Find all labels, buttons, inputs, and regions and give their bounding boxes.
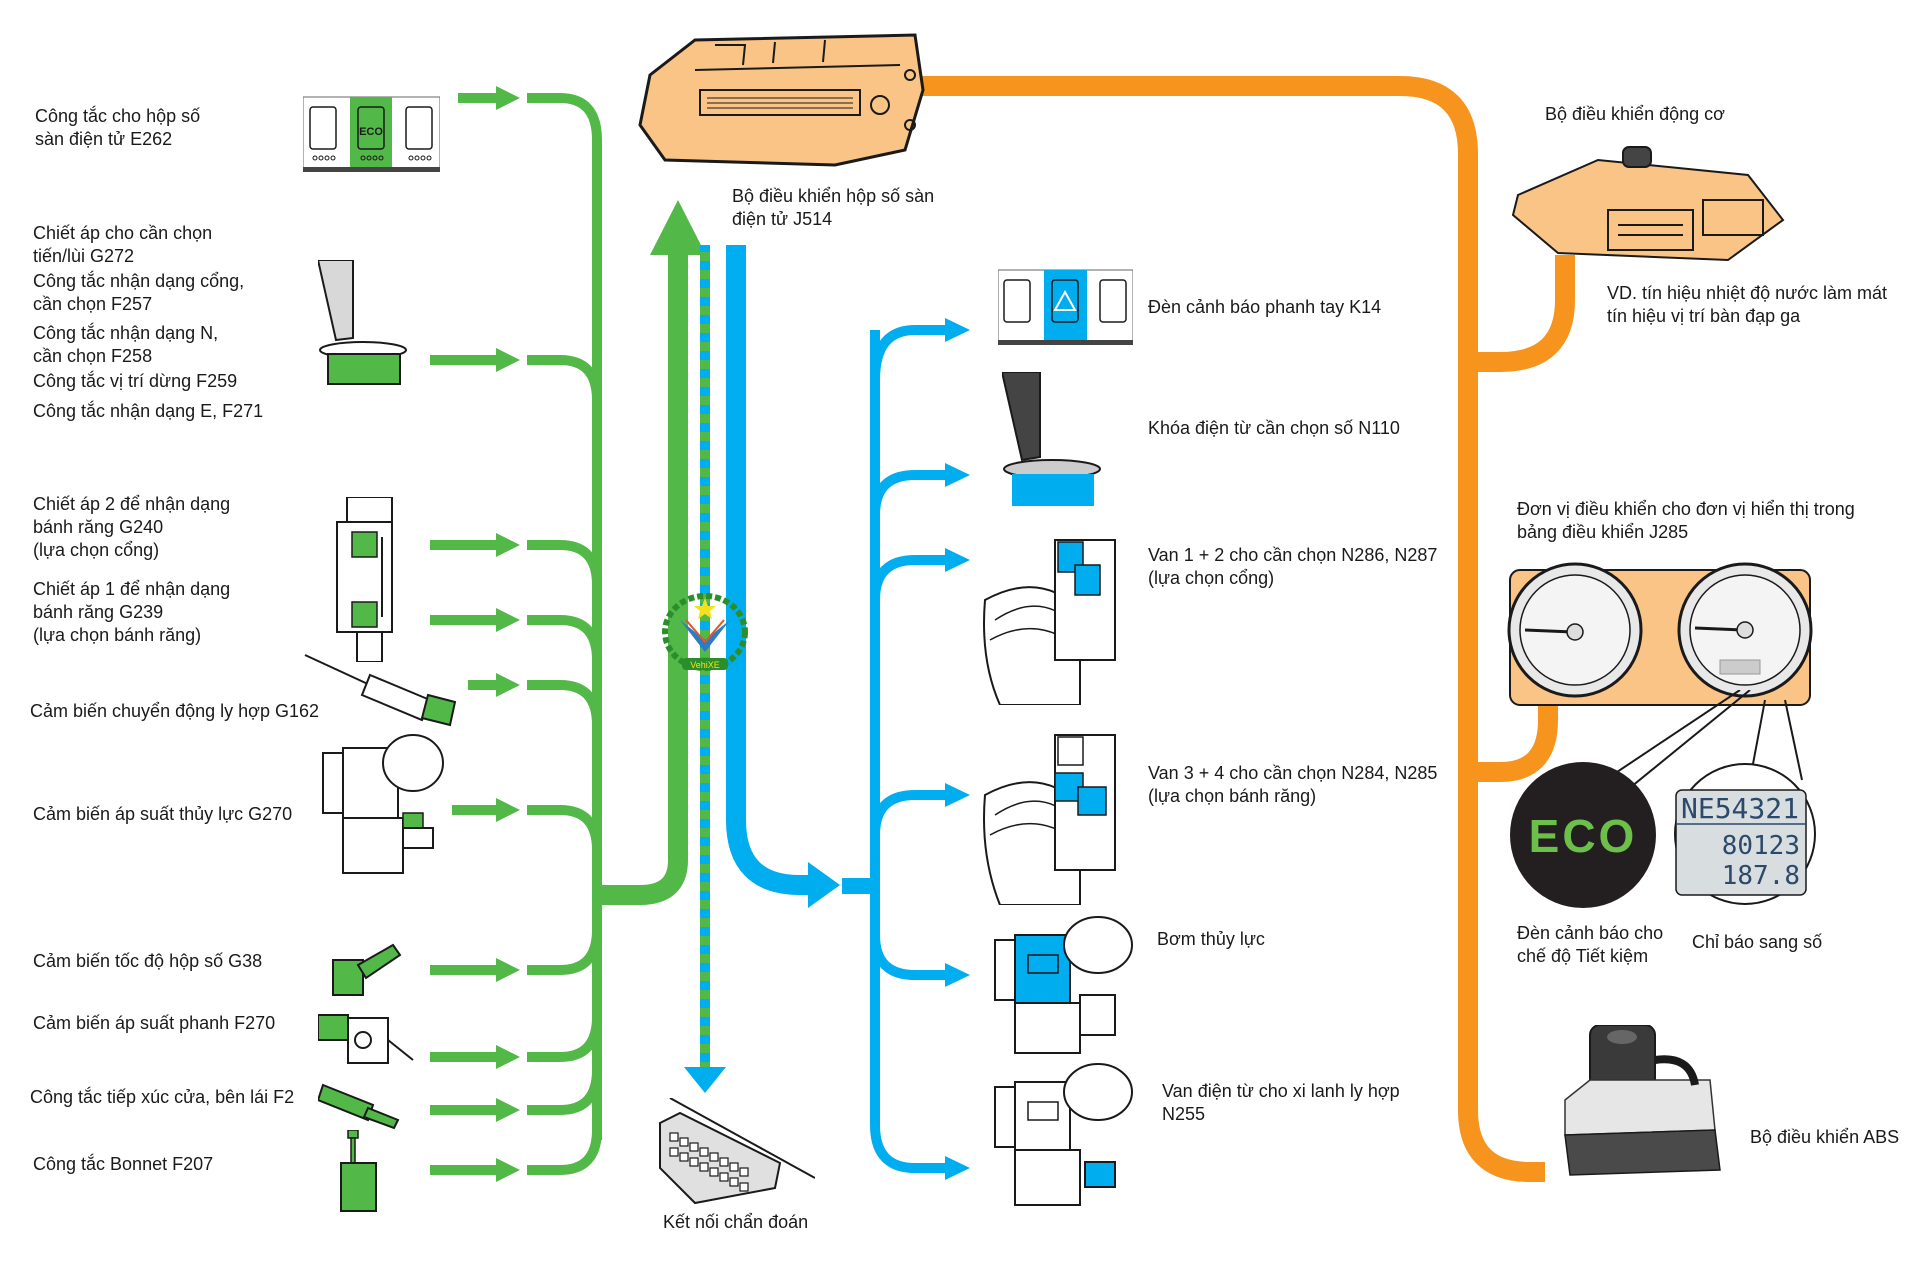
can-bus-orange xyxy=(905,76,1575,1182)
input-label-g38: Cảm biến tốc độ hộp số G38 xyxy=(33,951,263,971)
diagnostic-label: Kết nối chẩn đoán xyxy=(663,1212,809,1232)
transmission-ecu-icon[interactable] xyxy=(625,30,925,170)
input-label-g162: Cảm biến chuyển động ly hợp G162 xyxy=(30,701,319,721)
can-label-engine: Bộ điều khiển động cơ xyxy=(1545,104,1725,124)
svg-text:80123: 80123 xyxy=(1722,831,1800,861)
gear-actuator-potentiometer-icon[interactable] xyxy=(332,497,407,662)
eco-switch-panel-icon[interactable]: ECO xyxy=(303,95,440,175)
input-label-f258: Công tắc nhận dạng N,cần chọn F258 xyxy=(33,323,219,366)
door-contact-switch-icon[interactable] xyxy=(318,1080,403,1130)
gear-valves-icon[interactable] xyxy=(980,725,1135,905)
warning-switch-panel-icon[interactable] xyxy=(998,268,1133,348)
input-label-f2: Công tắc tiếp xúc cửa, bên lái F2 xyxy=(30,1087,295,1107)
clutch-travel-sensor-icon[interactable] xyxy=(300,650,465,730)
brake-pressure-sensor-icon[interactable] xyxy=(318,1010,418,1070)
input-bus-green xyxy=(527,93,602,1175)
abs-unit-icon[interactable] xyxy=(1560,1025,1725,1180)
output-label-n110: Khóa điện từ cần chọn số N110 xyxy=(1148,418,1400,438)
svg-text:ECO: ECO xyxy=(1529,810,1638,862)
obd-connector-icon[interactable] xyxy=(655,1098,815,1208)
vehixe-logo-icon: VehiXE xyxy=(662,593,748,671)
can-label-abs: Bộ điều khiển ABS xyxy=(1750,1127,1900,1147)
blue-junction xyxy=(842,878,872,894)
gear-selector-lever-icon[interactable] xyxy=(318,260,408,385)
speed-sensor-icon[interactable] xyxy=(328,940,403,1002)
hydraulic-unit-icon[interactable] xyxy=(318,733,448,878)
output-label-k14: Đèn cảnh báo phanh tay K14 xyxy=(1148,297,1382,317)
instrument-cluster-icon[interactable] xyxy=(1505,560,1815,710)
svg-text:NE54321: NE54321 xyxy=(1681,792,1799,825)
input-label-f270: Cảm biến áp suất phanh F270 xyxy=(33,1013,276,1033)
output-bus-blue xyxy=(870,325,945,1173)
eco-lamp-icon[interactable]: ECO xyxy=(1508,760,1658,910)
selector-lever-lock-icon[interactable] xyxy=(1002,372,1102,507)
input-label-f259: Công tắc vị trí dừng F259 xyxy=(33,371,238,391)
gate-valves-icon[interactable] xyxy=(980,530,1135,705)
blue-trunk-from-ecu xyxy=(726,245,815,895)
blue-right-arrow xyxy=(808,862,840,908)
svg-text:187.8: 187.8 xyxy=(1722,861,1800,891)
output-label-n286: Van 1 + 2 cho cần chọn N286, N287(lựa ch… xyxy=(1148,545,1438,588)
can-label-gear-indicator: Chỉ báo sang số xyxy=(1692,932,1823,952)
output-label-pump: Bơm thủy lực xyxy=(1157,929,1265,949)
input-label-g270: Cảm biến áp suất thủy lực G270 xyxy=(33,804,293,824)
can-label-j285: Đơn vị điều khiển cho đơn vị hiển thị tr… xyxy=(1517,499,1855,542)
input-label-f271: Công tắc nhận dạng E, F271 xyxy=(33,401,264,421)
svg-text:VehiXE: VehiXE xyxy=(690,660,720,670)
gear-shift-display-icon[interactable]: NE54321 80123 187.8 xyxy=(1668,762,1823,907)
clutch-solenoid-icon[interactable] xyxy=(990,1062,1135,1207)
transmission-ecu-label: Bộ điều khiển hộp số sàn điện tử J514 xyxy=(732,186,935,229)
output-label-n284: Van 3 + 4 cho cần chọn N284, N285(lựa ch… xyxy=(1148,763,1438,806)
green-up-arrow xyxy=(650,200,706,255)
input-label-f257: Công tắc nhận dạng cổng,cần chọn F257 xyxy=(33,271,245,314)
svg-text:ECO: ECO xyxy=(359,126,383,138)
hydraulic-pump-icon[interactable] xyxy=(990,915,1135,1055)
output-arrowheads xyxy=(945,318,970,1180)
bonnet-switch-icon[interactable] xyxy=(338,1130,388,1215)
input-arrow-stubs xyxy=(430,86,520,1182)
diagnostic-arrow xyxy=(684,1067,726,1093)
engine-ecu-icon[interactable] xyxy=(1508,135,1788,265)
input-label-f207: Công tắc Bonnet F207 xyxy=(33,1154,214,1174)
green-trunk-to-ecu xyxy=(600,250,688,905)
